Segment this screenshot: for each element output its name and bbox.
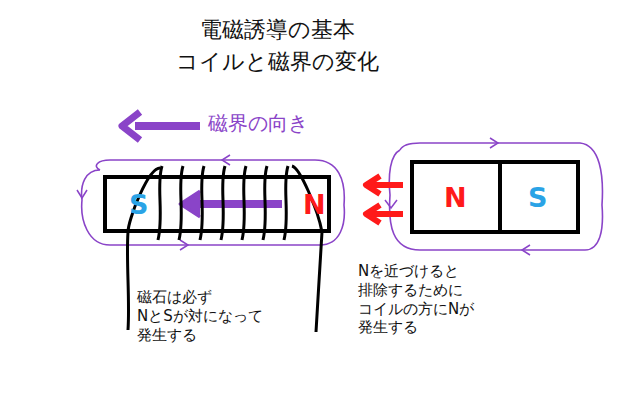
field-line — [82, 160, 345, 245]
pole-letter: N — [444, 184, 467, 211]
field-line — [389, 143, 602, 250]
note: Nを近づけると 排除するために コイルの方にNが 発生する — [358, 262, 484, 337]
lead-wire — [316, 232, 322, 332]
field-direction-label: 磁界の向き — [208, 111, 308, 136]
note: 磁石は必ず NとSが対になって 発生する — [137, 288, 269, 344]
coil-core: SN — [103, 175, 331, 233]
push-arrow — [366, 176, 403, 223]
magnet-pole: N — [410, 160, 502, 234]
title: 電磁誘導の基本 コイルと磁界の変化 — [174, 14, 381, 78]
pole-letter: S — [129, 191, 148, 218]
pole-letter: N — [303, 191, 326, 218]
pole-letter: S — [528, 184, 547, 211]
field-direction-arrow — [122, 112, 200, 140]
magnet-pole: S — [498, 160, 580, 234]
lead-wire — [127, 232, 128, 330]
